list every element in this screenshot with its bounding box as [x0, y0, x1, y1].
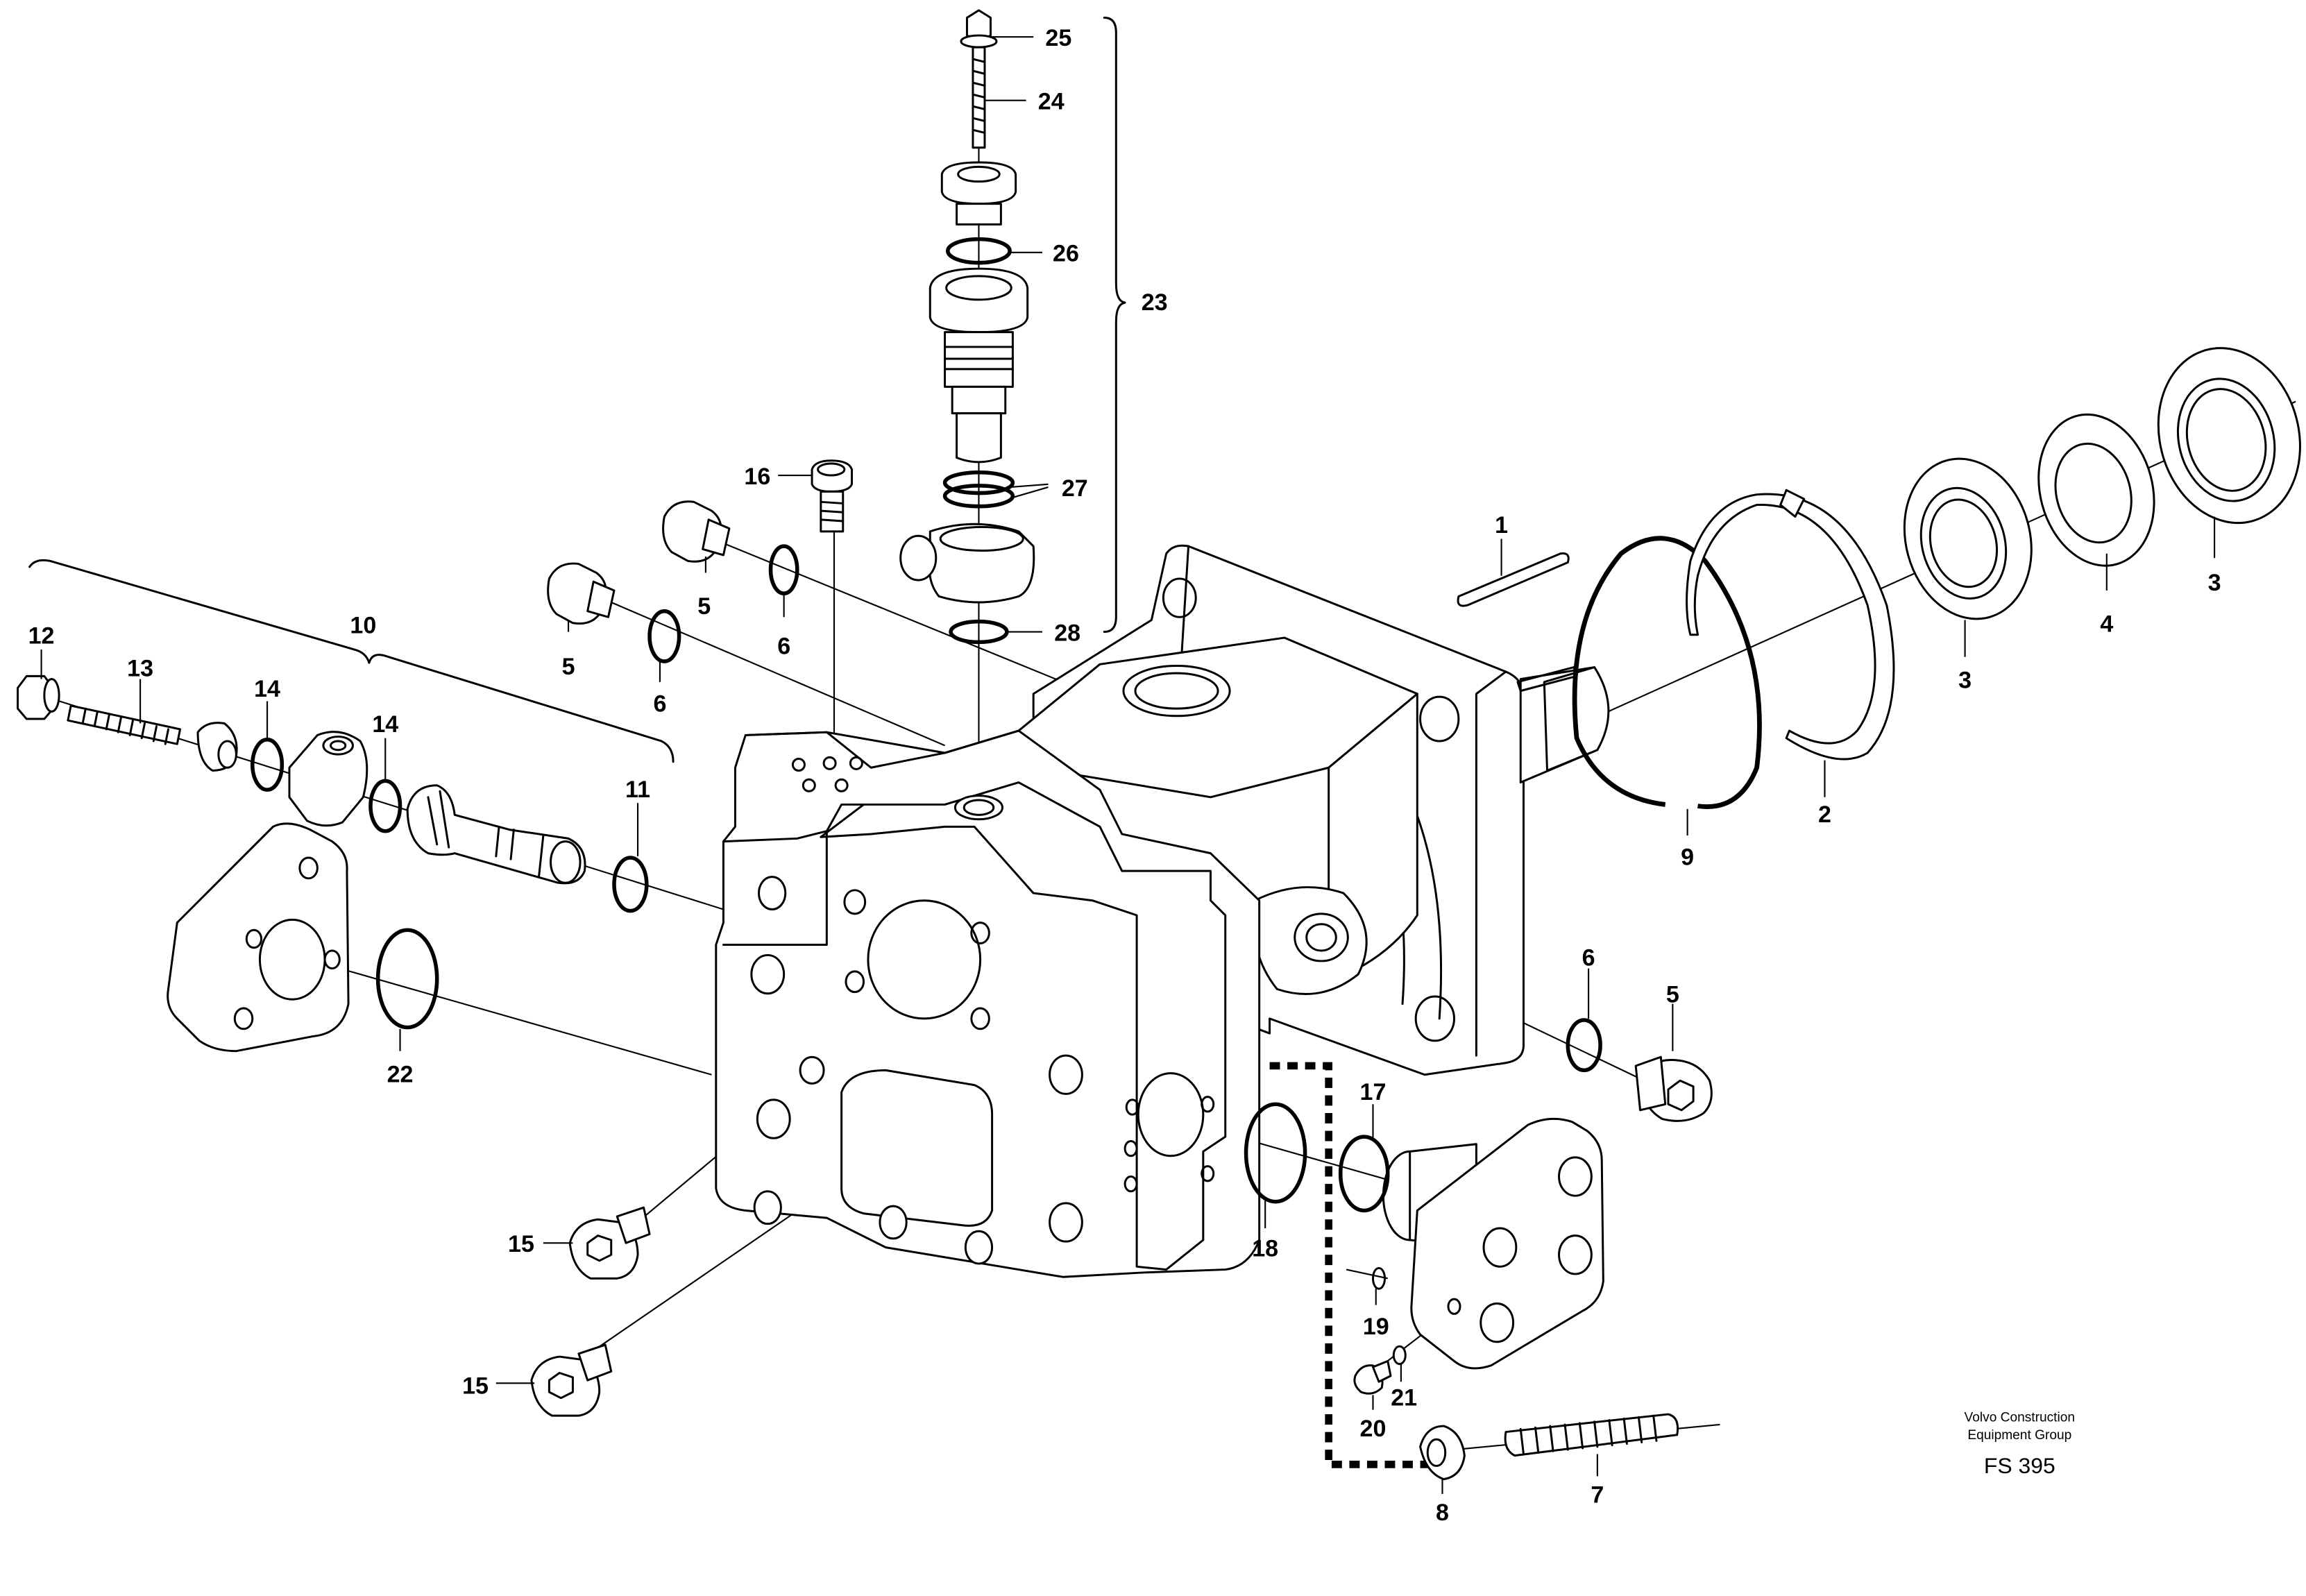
label-1: 1 [1495, 512, 1508, 538]
label-21: 21 [1391, 1384, 1417, 1411]
label-2: 2 [1818, 801, 1831, 828]
port-block [715, 729, 1261, 1278]
group-23-brace [1103, 17, 1126, 634]
label-10: 10 [350, 613, 376, 639]
callout-labels: 1 2 3 3 4 5 5 5 6 6 6 7 8 9 10 11 12 13 … [28, 25, 2221, 1526]
large-o-rings [375, 928, 1390, 1213]
small-parts [1353, 1266, 1407, 1395]
plugs-15 [530, 1206, 651, 1417]
key-1 [1457, 552, 1570, 607]
label-6a: 6 [777, 633, 790, 659]
label-16: 16 [744, 464, 770, 490]
label-28: 28 [1054, 620, 1080, 646]
label-14a: 14 [254, 676, 280, 702]
brand-line-2: Equipment Group [1967, 1428, 2071, 1443]
label-19: 19 [1363, 1314, 1389, 1340]
label-6b: 6 [653, 690, 666, 717]
pump-housing-top [1017, 636, 1418, 995]
label-12: 12 [28, 623, 55, 650]
label-5a: 5 [697, 593, 711, 620]
label-6c: 6 [1582, 944, 1595, 971]
label-27: 27 [1062, 475, 1088, 502]
brand-line-1: Volvo Construction [1965, 1411, 2075, 1425]
side-cover [1382, 1117, 1604, 1370]
label-5b: 5 [562, 654, 575, 680]
label-3a: 3 [1958, 667, 1972, 693]
label-18: 18 [1252, 1235, 1278, 1262]
label-7: 7 [1591, 1482, 1604, 1509]
figure-code: FS 395 [1984, 1453, 2055, 1478]
label-15a: 15 [508, 1231, 534, 1257]
valve-assembly-10 [17, 674, 649, 913]
label-26: 26 [1053, 241, 1079, 267]
label-20: 20 [1360, 1416, 1387, 1442]
label-22: 22 [387, 1061, 414, 1087]
label-14b: 14 [372, 711, 398, 738]
figure-footer: Volvo Construction Equipment Group FS 39… [1965, 1411, 2075, 1478]
label-8: 8 [1436, 1500, 1449, 1526]
label-5c: 5 [1666, 982, 1679, 1008]
stud-and-nut [1419, 1413, 1679, 1481]
label-11: 11 [625, 776, 650, 803]
label-23: 23 [1142, 289, 1168, 316]
screw-16 [811, 459, 853, 533]
label-24: 24 [1038, 88, 1065, 114]
label-17: 17 [1360, 1079, 1387, 1105]
label-15b: 15 [462, 1373, 489, 1399]
dashed-boundary [1269, 1062, 1440, 1468]
label-9: 9 [1681, 844, 1694, 871]
shaft-components [1572, 347, 2301, 809]
plugs-upper [547, 500, 1713, 1122]
valve-stack [899, 9, 1035, 645]
side-plate [167, 822, 350, 1053]
group-10-bracket [28, 559, 675, 763]
label-25: 25 [1045, 25, 1071, 51]
label-3b: 3 [2208, 570, 2221, 596]
label-13: 13 [127, 655, 153, 681]
label-4: 4 [2100, 611, 2113, 638]
